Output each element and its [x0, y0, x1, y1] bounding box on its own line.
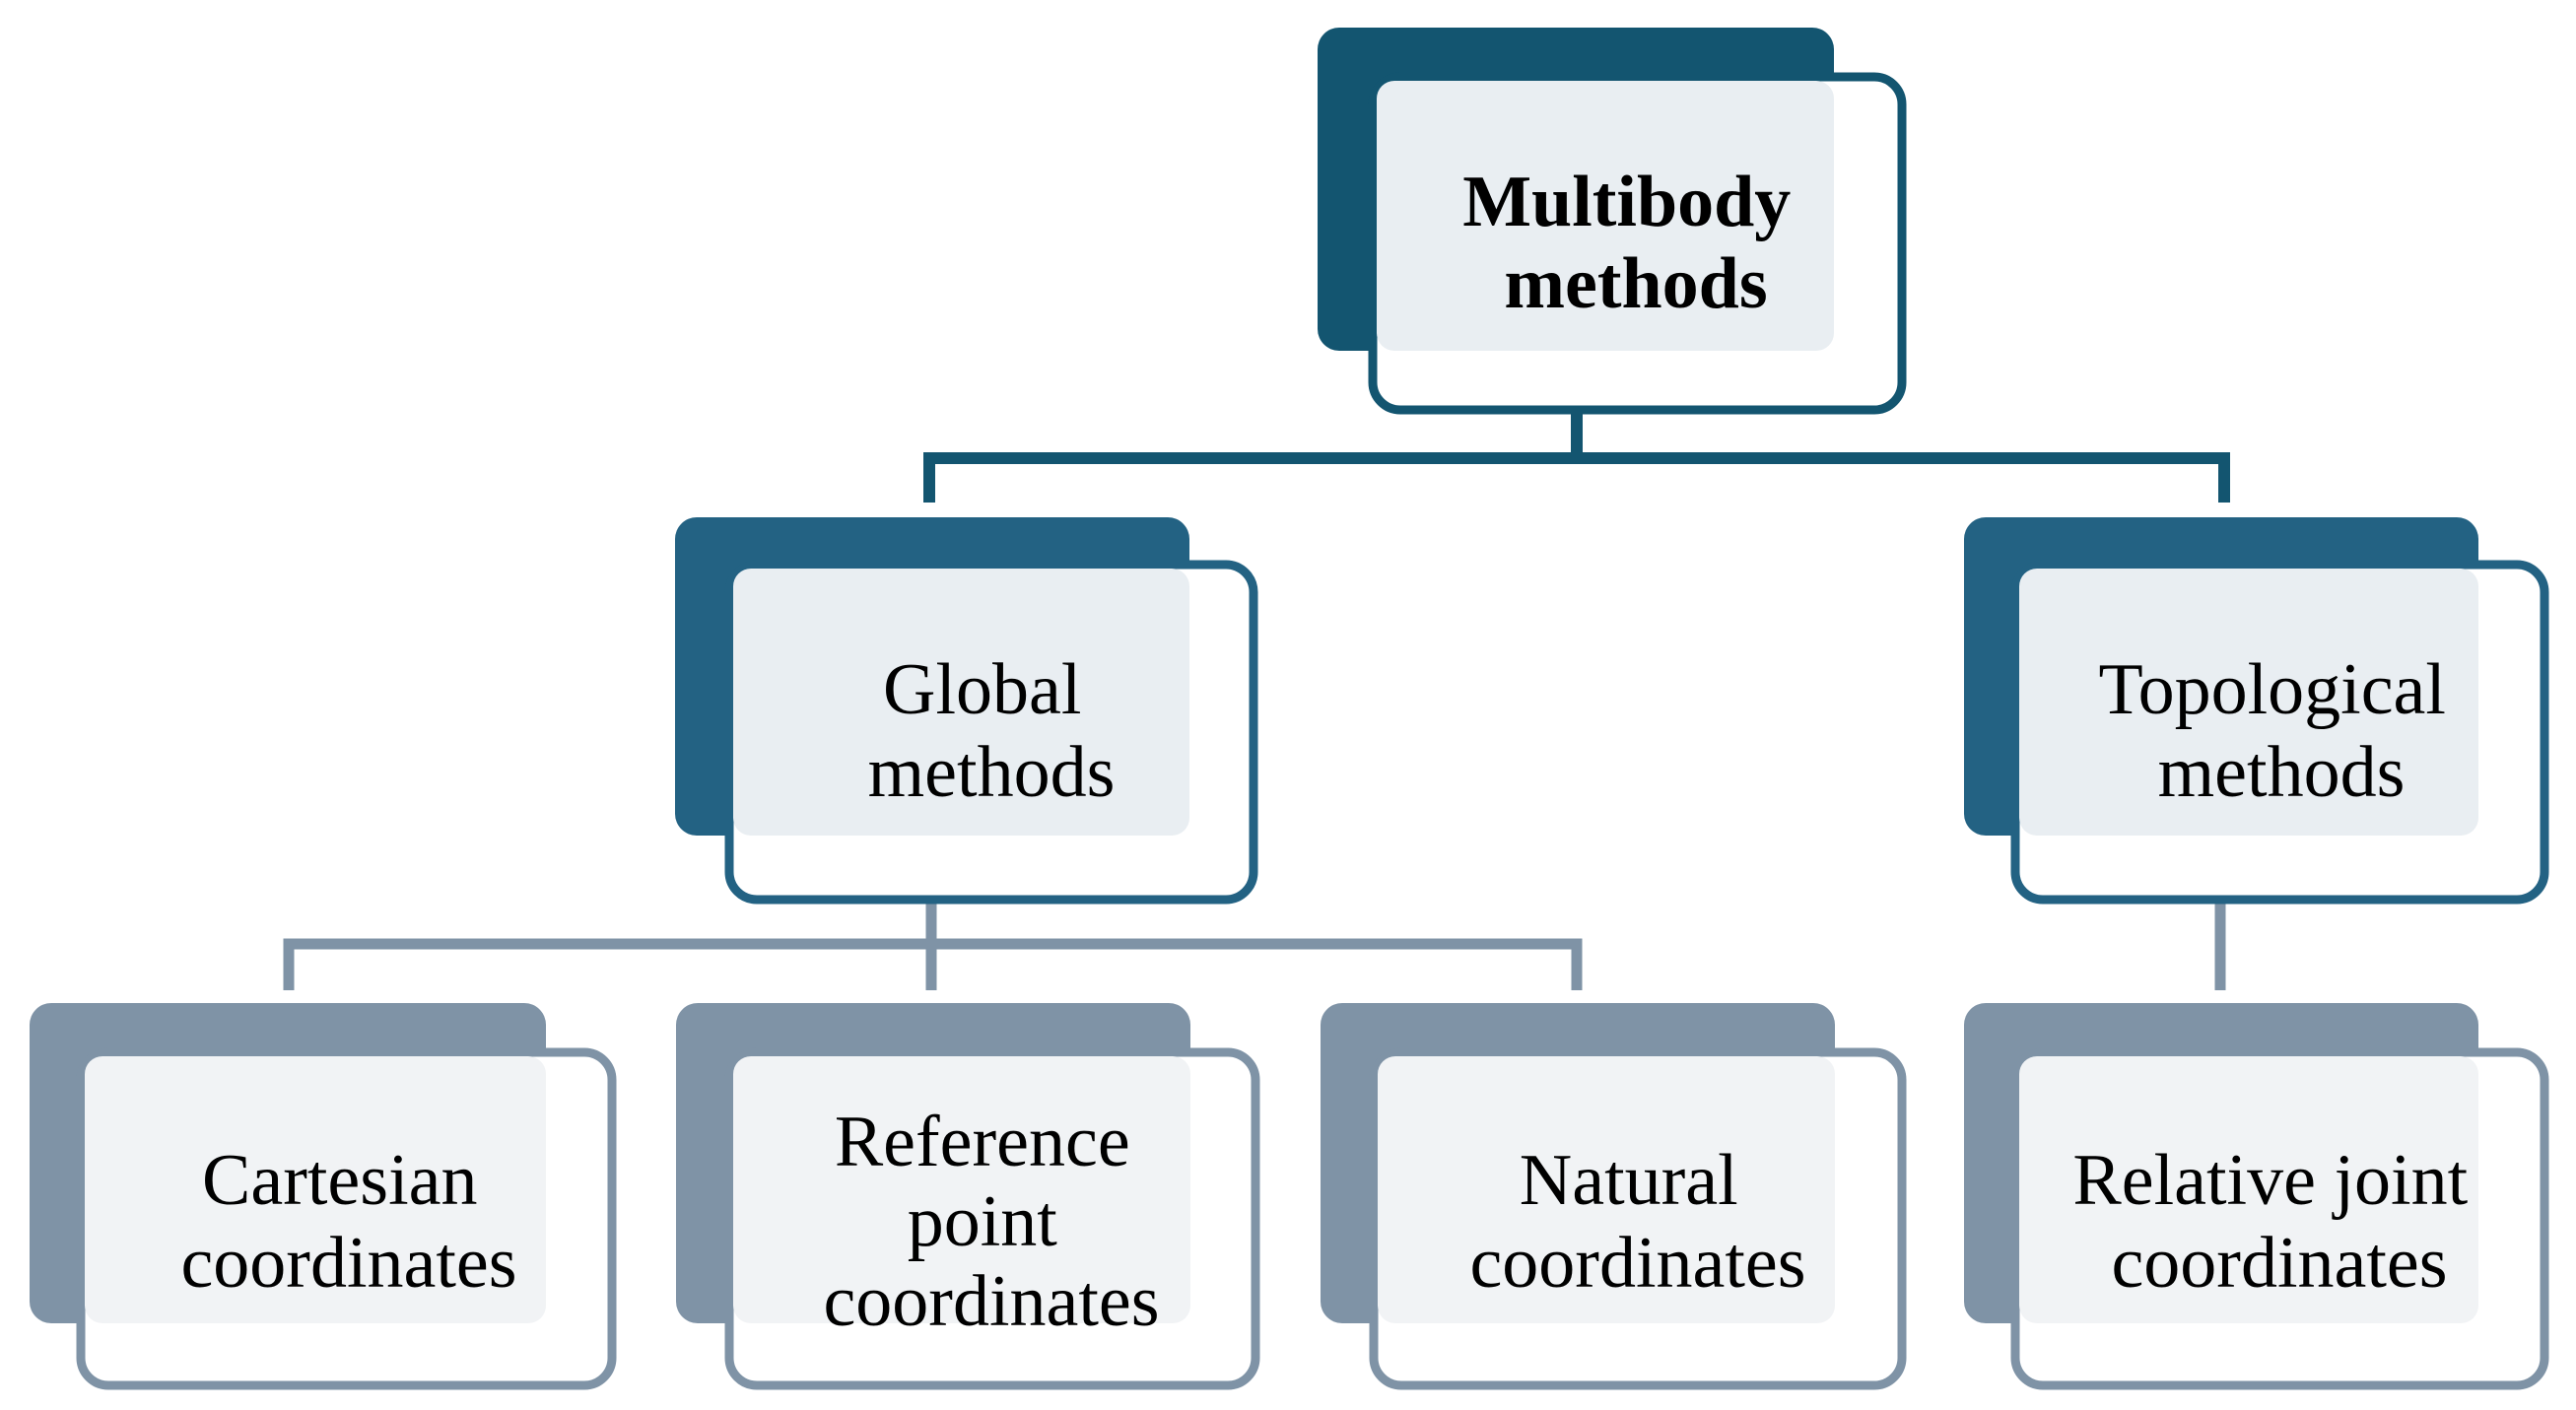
global-label-line-2: methods	[868, 732, 1116, 813]
reference-node-panel	[733, 1056, 1190, 1323]
root-node-label: Multibody methods	[1462, 162, 1809, 324]
root-label-line-2: methods	[1504, 243, 1767, 324]
leaf-node-natural: Natural coordinates	[1321, 1003, 1907, 1390]
cartesian-node-panel	[85, 1056, 546, 1323]
root-label-line-1: Multibody	[1462, 162, 1791, 242]
natural-label-line-1: Natural	[1520, 1140, 1738, 1221]
topological-label-line-2: methods	[2158, 732, 2406, 813]
natural-label-line-2: coordinates	[1469, 1223, 1805, 1304]
natural-node-label: Natural coordinates	[1469, 1140, 1805, 1304]
branch-node-global: Global methods	[675, 517, 1258, 905]
relative-node-panel	[2019, 1056, 2478, 1323]
branch-node-topological: Topological methods	[1964, 517, 2549, 905]
global-label-line-1: Global	[883, 649, 1081, 730]
reference-label-line-3: coordinates	[823, 1261, 1159, 1342]
cartesian-label-line-1: Cartesian	[202, 1140, 477, 1221]
topological-node-panel	[2019, 569, 2478, 836]
cartesian-node-label: Cartesian coordinates	[180, 1140, 516, 1304]
global-node-label: Global methods	[868, 649, 1116, 813]
root-node-panel	[1377, 81, 1834, 351]
natural-node-panel	[1378, 1056, 1835, 1323]
global-node-panel	[733, 569, 1189, 836]
root-node: Multibody methods	[1318, 28, 1907, 415]
relative-label-line-1: Relative joint	[2072, 1140, 2468, 1221]
leaf-node-relative-joint: Relative joint coordinates	[1964, 1003, 2549, 1390]
relative-label-line-2: coordinates	[2111, 1223, 2447, 1304]
topological-node-label: Topological methods	[2099, 649, 2465, 813]
root-to-branches-connector	[923, 412, 2230, 503]
cartesian-label-line-2: coordinates	[180, 1223, 516, 1304]
relative-node-label: Relative joint coordinates	[2072, 1140, 2485, 1304]
reference-node-label: Reference point coordinates	[823, 1102, 1159, 1342]
reference-label-line-1: Reference	[835, 1102, 1130, 1182]
leaf-node-reference-point: Reference point coordinates	[676, 1003, 1260, 1390]
leaf-node-cartesian: Cartesian coordinates	[30, 1003, 617, 1390]
topological-label-line-1: Topological	[2099, 649, 2446, 730]
reference-label-line-2: point	[908, 1181, 1058, 1262]
